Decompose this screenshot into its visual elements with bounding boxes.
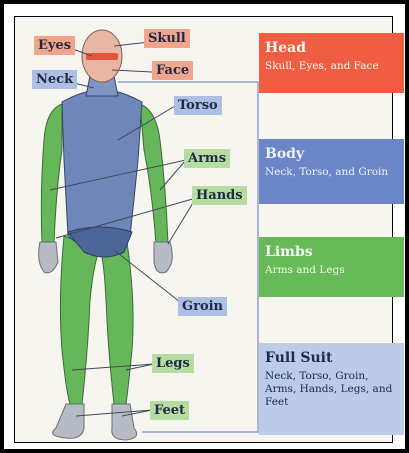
left-foot — [53, 404, 84, 438]
left-hand — [39, 242, 58, 273]
left-arm — [41, 104, 62, 244]
category-full-suit-desc: Neck, Torso, Groin, Arms, Hands, Legs, a… — [265, 370, 398, 409]
label-face: Face — [152, 61, 193, 80]
label-hands: Hands — [192, 186, 247, 205]
category-full-suit-box: Full Suit Neck, Torso, Groin, Arms, Hand… — [259, 343, 404, 435]
category-head-desc: Skull, Eyes, and Face — [265, 60, 398, 73]
label-arms: Arms — [184, 149, 230, 168]
left-leg — [60, 236, 100, 404]
label-legs: Legs — [152, 354, 194, 373]
label-feet: Feet — [150, 401, 189, 420]
label-eyes: Eyes — [34, 36, 75, 55]
category-body-box: Body Neck, Torso, and Groin — [259, 139, 404, 204]
right-foot — [112, 404, 137, 440]
category-limbs-box: Limbs Arms and Legs — [259, 237, 404, 297]
eyes-band — [86, 53, 118, 60]
category-head-title: Head — [265, 39, 398, 57]
label-torso: Torso — [174, 96, 222, 115]
right-hand — [154, 242, 172, 273]
label-neck: Neck — [32, 70, 77, 89]
category-limbs-desc: Arms and Legs — [265, 264, 398, 277]
category-body-desc: Neck, Torso, and Groin — [265, 166, 398, 179]
right-arm — [140, 104, 168, 244]
category-limbs-title: Limbs — [265, 243, 398, 261]
category-body-title: Body — [265, 145, 398, 163]
category-full-suit-title: Full Suit — [265, 349, 398, 367]
label-groin: Groin — [178, 297, 227, 316]
category-head-box: Head Skull, Eyes, and Face — [259, 33, 404, 93]
label-skull: Skull — [144, 29, 190, 48]
